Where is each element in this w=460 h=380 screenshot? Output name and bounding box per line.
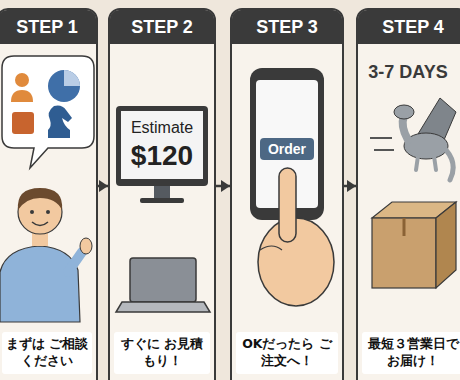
hand-finger	[279, 168, 296, 242]
person-eye	[46, 210, 50, 214]
panel-fill	[230, 8, 344, 380]
price-text: $120	[129, 140, 195, 172]
panel-fill	[356, 8, 460, 380]
speed-line	[374, 149, 394, 151]
laptop-base	[116, 302, 210, 312]
box-side	[436, 202, 456, 288]
laptop-screen	[130, 258, 196, 302]
caption-box: 最短３営業日で お届け！	[362, 332, 460, 374]
dragon-head	[394, 105, 414, 119]
knight-icon	[48, 106, 72, 139]
step-panel: STEP 2 すぐに お見積もり！	[108, 8, 216, 380]
speed-line	[370, 137, 392, 139]
step-heading: STEP 1	[0, 10, 96, 44]
delivery-days: 3-7 DAYS	[368, 62, 447, 83]
block-icon	[12, 112, 34, 134]
person-body	[0, 246, 80, 322]
caption-text: まずは ご相談ください	[3, 336, 91, 370]
person-arm	[68, 252, 82, 272]
person-icon	[15, 73, 29, 87]
flow-arrow	[98, 185, 108, 188]
step-heading: STEP 2	[110, 10, 214, 44]
dragon-leg	[434, 156, 436, 170]
person-hair	[18, 188, 62, 210]
person-hand	[80, 238, 92, 254]
dragon-neck	[403, 116, 408, 140]
dragon-tail	[446, 150, 453, 180]
caption-text: 最短３営業日で お届け！	[363, 336, 460, 370]
flow-arrow	[344, 185, 356, 188]
person-smile	[32, 222, 48, 226]
person-icon	[11, 90, 33, 102]
caption-text: OKだったら ご注文へ！	[237, 336, 337, 370]
box-tape	[403, 218, 406, 236]
person-eye	[30, 210, 34, 214]
pie-icon	[64, 70, 80, 86]
dragon-leg	[416, 156, 418, 170]
monitor-frame	[116, 106, 208, 186]
caption-box: OKだったら ご注文へ！	[236, 332, 338, 374]
flow-arrow	[216, 185, 230, 188]
monitor-stand	[154, 186, 170, 199]
monitor-base	[140, 198, 184, 203]
caption-box: まずは ご相談ください	[2, 332, 92, 374]
hand-knuckle	[260, 246, 282, 250]
order-button: Order	[260, 138, 314, 160]
monitor-screen	[121, 111, 203, 179]
caption-box: すぐに お見積もり！	[114, 332, 210, 374]
step-panel: STEP 1 まずは ご相談ください	[0, 8, 98, 380]
speech-bubble	[2, 56, 94, 168]
box-front	[372, 218, 436, 288]
pie-icon	[48, 70, 80, 102]
caption-text: すぐに お見積もり！	[115, 336, 209, 370]
panel-fill	[108, 8, 216, 380]
step-heading: STEP 4	[358, 10, 460, 44]
panel-fill	[0, 8, 98, 380]
step-heading: STEP 3	[232, 10, 342, 44]
step-panel: STEP 3 OKだったら ご注文へ！	[230, 8, 344, 380]
screen-text: Estimate	[129, 119, 195, 137]
